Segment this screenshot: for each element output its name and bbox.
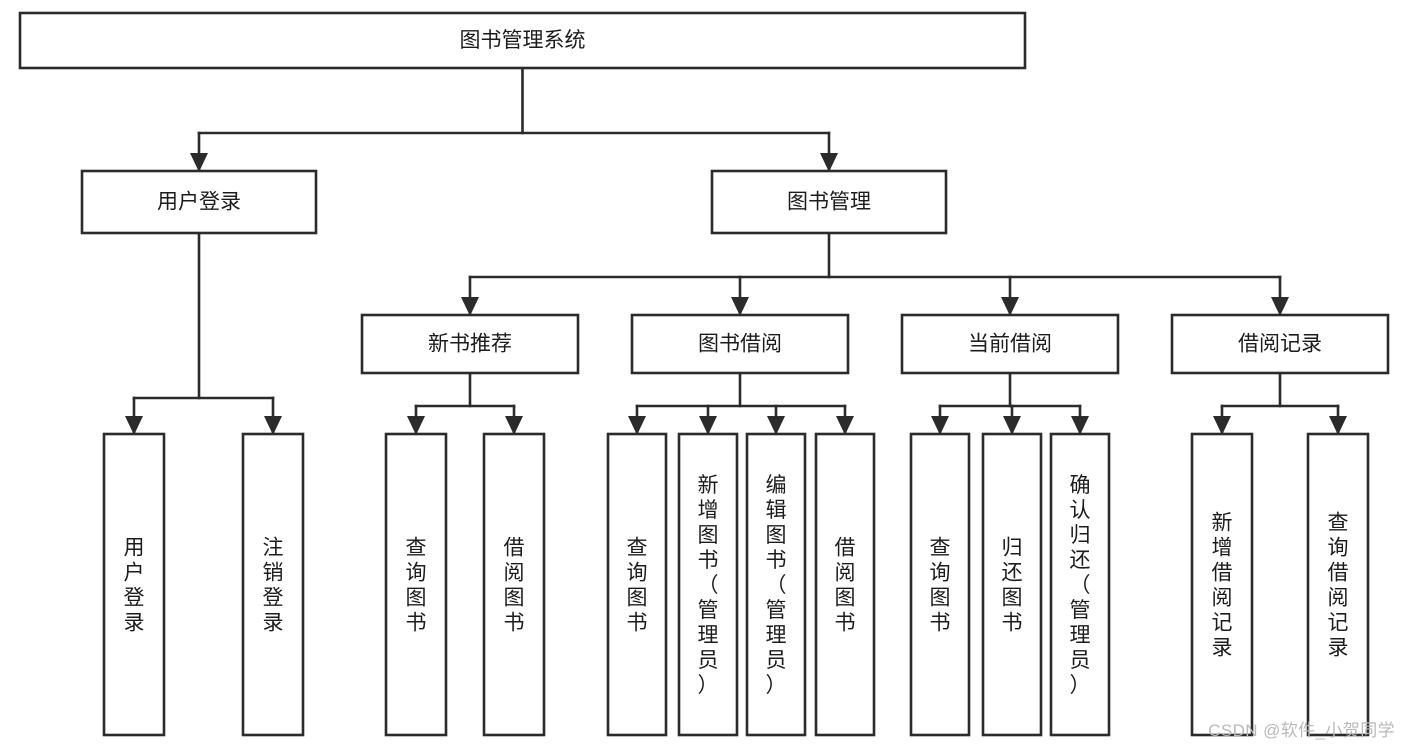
edge-book-borrow-arrowhead-2 <box>767 416 785 435</box>
edge-book-borrow-arrowhead-3 <box>836 416 854 435</box>
edge-root-arrowhead-1 <box>820 153 838 172</box>
node-borrow-record-label: 借阅记录 <box>1238 333 1322 356</box>
edge-borrow-record-arrowhead-1 <box>1329 416 1347 435</box>
node-leaf-confirm-return-label: 确认归还（管理员） <box>1070 474 1091 697</box>
edge-book-borrow-arrowhead-1 <box>699 416 717 435</box>
node-leaf-add-book-box[interactable] <box>677 432 739 737</box>
node-leaf-user-logout-box[interactable] <box>241 432 305 737</box>
node-leaf-add-record-box[interactable] <box>1190 432 1254 737</box>
edge-new-book-rec-arrowhead-0 <box>407 416 425 435</box>
node-leaf-user-logout-label: 注销登录 <box>263 537 284 635</box>
node-leaf-borrow-book-2[interactable]: 借阅图书 <box>814 432 876 737</box>
edge-current-borrow-arrowhead-2 <box>1071 416 1089 435</box>
node-leaf-user-logout[interactable]: 注销登录 <box>241 432 305 737</box>
node-leaf-query-book-2-label: 查询图书 <box>627 537 648 635</box>
node-root-label: 图书管理系统 <box>460 29 586 52</box>
node-leaf-query-book-2-box[interactable] <box>606 432 668 737</box>
node-book-manage-label: 图书管理 <box>787 191 871 214</box>
node-leaf-query-book-3[interactable]: 查询图书 <box>909 432 971 737</box>
node-leaf-add-record[interactable]: 新增借阅记录 <box>1190 432 1254 737</box>
node-leaf-borrow-book-1-box[interactable] <box>482 432 546 737</box>
node-leaf-edit-book-label: 编辑图书（管理员） <box>766 474 787 697</box>
node-user-login-label: 用户登录 <box>157 191 241 214</box>
node-leaf-borrow-book-1-label: 借阅图书 <box>504 537 525 635</box>
node-leaf-add-record-label: 新增借阅记录 <box>1212 512 1233 660</box>
edge-book-manage-arrowhead-1 <box>731 297 749 316</box>
node-new-book-rec[interactable]: 新书推荐 <box>360 313 580 375</box>
node-new-book-rec-label: 新书推荐 <box>428 333 512 356</box>
node-leaf-return-book-box[interactable] <box>981 432 1043 737</box>
node-leaf-add-book[interactable]: 新增图书（管理员） <box>677 432 739 737</box>
node-leaf-borrow-book-1[interactable]: 借阅图书 <box>482 432 546 737</box>
edge-root-arrowhead-0 <box>190 153 208 172</box>
node-leaf-query-record-box[interactable] <box>1306 432 1370 737</box>
node-leaf-borrow-book-2-label: 借阅图书 <box>835 537 856 635</box>
edge-user-login-arrowhead-0 <box>125 416 143 435</box>
node-book-borrow[interactable]: 图书借阅 <box>630 313 850 375</box>
node-current-borrow[interactable]: 当前借阅 <box>900 313 1120 375</box>
node-leaf-edit-book-box[interactable] <box>745 432 807 737</box>
node-borrow-record-box[interactable] <box>1170 313 1390 375</box>
edge-book-manage-arrowhead-2 <box>1001 297 1019 316</box>
node-leaf-return-book-label: 归还图书 <box>1002 537 1023 635</box>
node-user-login-box[interactable] <box>80 169 318 235</box>
node-book-borrow-label: 图书借阅 <box>698 333 782 356</box>
csdn-watermark: CSDN @软件_小贺同学 <box>1208 721 1395 740</box>
edges-layer <box>125 66 1347 435</box>
node-leaf-add-book-label: 新增图书（管理员） <box>698 474 719 697</box>
node-root-box[interactable] <box>18 11 1027 70</box>
node-leaf-confirm-return[interactable]: 确认归还（管理员） <box>1049 432 1111 737</box>
node-book-borrow-box[interactable] <box>630 313 850 375</box>
node-leaf-user-login[interactable]: 用户登录 <box>102 432 166 737</box>
node-leaf-query-book-1-label: 查询图书 <box>406 537 427 635</box>
node-new-book-rec-box[interactable] <box>360 313 580 375</box>
node-root[interactable]: 图书管理系统 <box>18 11 1027 70</box>
edge-borrow-record-arrowhead-0 <box>1213 416 1231 435</box>
node-leaf-borrow-book-2-box[interactable] <box>814 432 876 737</box>
node-current-borrow-label: 当前借阅 <box>968 333 1052 356</box>
node-borrow-record[interactable]: 借阅记录 <box>1170 313 1390 375</box>
node-book-manage-box[interactable] <box>710 169 948 235</box>
node-leaf-query-record[interactable]: 查询借阅记录 <box>1306 432 1370 737</box>
node-leaf-edit-book[interactable]: 编辑图书（管理员） <box>745 432 807 737</box>
node-leaf-confirm-return-box[interactable] <box>1049 432 1111 737</box>
node-leaf-user-login-label: 用户登录 <box>124 537 145 635</box>
node-leaf-user-login-box[interactable] <box>102 432 166 737</box>
edge-book-manage-arrowhead-3 <box>1271 297 1289 316</box>
node-leaf-query-book-1-box[interactable] <box>384 432 448 737</box>
node-current-borrow-box[interactable] <box>900 313 1120 375</box>
edge-current-borrow-arrowhead-0 <box>931 416 949 435</box>
node-leaf-query-book-1[interactable]: 查询图书 <box>384 432 448 737</box>
node-leaf-query-book-3-label: 查询图书 <box>930 537 951 635</box>
nodes-layer: 图书管理系统用户登录图书管理新书推荐图书借阅当前借阅借阅记录用户登录注销登录查询… <box>18 11 1390 737</box>
edge-current-borrow-arrowhead-1 <box>1003 416 1021 435</box>
edge-book-manage-arrowhead-0 <box>461 297 479 316</box>
node-leaf-query-record-label: 查询借阅记录 <box>1328 512 1349 660</box>
node-user-login[interactable]: 用户登录 <box>80 169 318 235</box>
node-leaf-query-book-3-box[interactable] <box>909 432 971 737</box>
node-leaf-return-book[interactable]: 归还图书 <box>981 432 1043 737</box>
node-leaf-query-book-2[interactable]: 查询图书 <box>606 432 668 737</box>
edge-book-borrow-arrowhead-0 <box>628 416 646 435</box>
edge-user-login-arrowhead-1 <box>264 416 282 435</box>
edge-new-book-rec-arrowhead-1 <box>505 416 523 435</box>
node-book-manage[interactable]: 图书管理 <box>710 169 948 235</box>
